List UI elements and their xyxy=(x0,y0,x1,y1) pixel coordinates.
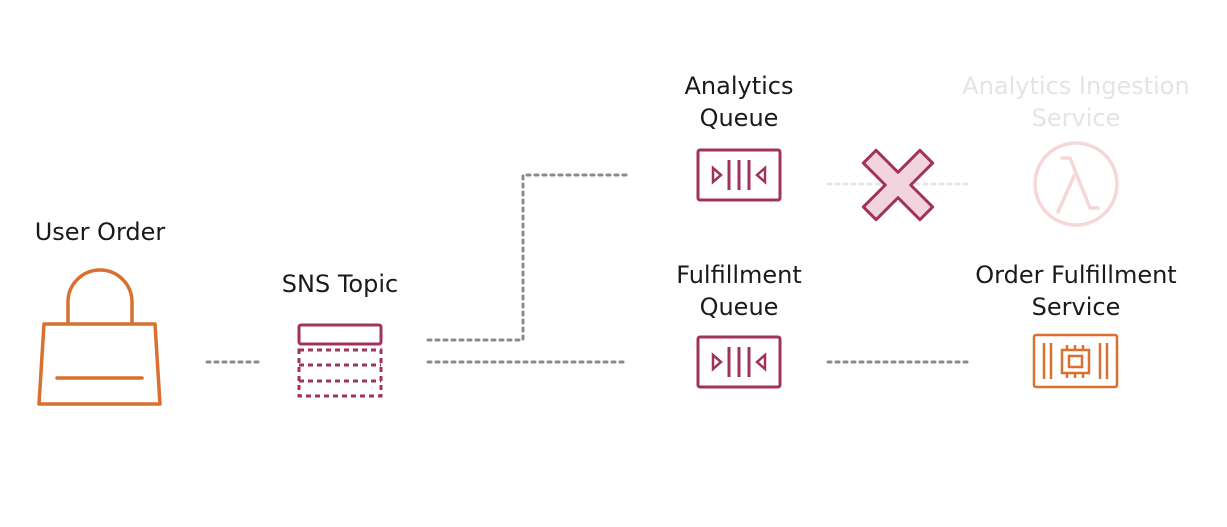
analytics-ingestion-service-label: Analytics Ingestion Service xyxy=(962,70,1189,134)
label-line: Service xyxy=(1031,104,1121,132)
label-line: Queue xyxy=(699,293,779,321)
connector-sns-to-analytics-queue xyxy=(426,173,630,342)
shopping-bag-icon xyxy=(37,268,162,406)
label-line: Analytics Ingestion xyxy=(962,72,1190,100)
compute-chip-icon xyxy=(1032,333,1119,389)
sqs-queue-icon xyxy=(696,148,782,202)
lambda-icon xyxy=(1033,141,1119,227)
label-line: Analytics xyxy=(684,72,794,100)
connectors xyxy=(205,173,974,364)
x-mark-icon xyxy=(861,148,935,222)
label-line: Order Fulfillment xyxy=(975,261,1177,289)
label-line: Service xyxy=(1031,293,1121,321)
user-order-label: User Order xyxy=(35,216,166,248)
label-line: Fulfillment xyxy=(676,261,802,289)
label-line: SNS Topic xyxy=(281,270,399,298)
label-line: User Order xyxy=(34,218,166,246)
label-line: Queue xyxy=(699,104,779,132)
analytics-queue-label: Analytics Queue xyxy=(685,70,794,134)
fulfillment-queue-label: Fulfillment Queue xyxy=(676,259,802,323)
sqs-queue-icon xyxy=(696,335,782,389)
order-fulfillment-service-label: Order Fulfillment Service xyxy=(975,259,1176,323)
sns-topic-icon xyxy=(297,323,383,398)
sns-topic-label: SNS Topic xyxy=(282,268,398,300)
